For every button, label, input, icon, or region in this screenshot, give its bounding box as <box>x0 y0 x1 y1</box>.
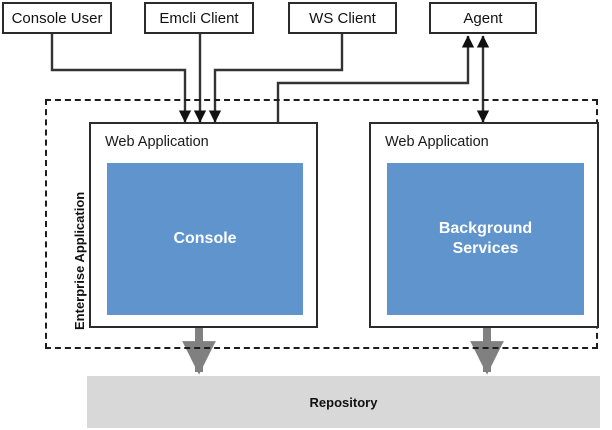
client-label-ws-client: WS Client <box>309 9 376 27</box>
webapp-label-background-services: Web Application <box>385 134 489 150</box>
component-console[interactable]: Console <box>107 163 303 315</box>
webapp-box-console[interactable]: Web Application Console <box>89 122 318 328</box>
component-label-background-services: Background Services <box>439 219 532 259</box>
enterprise-application-label: Enterprise Application <box>72 191 87 330</box>
connector-agent-to-console <box>276 35 475 122</box>
connector-console-user-to-console <box>50 33 192 123</box>
datastore-label-repository: Repository <box>309 394 378 410</box>
client-box-agent[interactable]: Agent <box>429 2 537 34</box>
webapp-label-console: Web Application <box>105 134 209 150</box>
component-label-line-1: Background <box>438 220 533 237</box>
webapp-box-background-services[interactable]: Web Application Background Services <box>369 122 599 328</box>
client-box-ws-client[interactable]: WS Client <box>288 2 397 34</box>
client-label-emcli-client: Emcli Client <box>159 9 239 27</box>
datastore-repository[interactable]: Repository <box>87 376 600 428</box>
client-label-console-user: Console User <box>11 9 103 27</box>
component-label-console: Console <box>173 230 237 247</box>
client-box-console-user[interactable]: Console User <box>2 2 112 34</box>
client-box-emcli-client[interactable]: Emcli Client <box>144 2 254 34</box>
client-label-agent: Agent <box>463 9 503 27</box>
component-background-services[interactable]: Background Services <box>387 163 584 315</box>
connector-ws-client-to-console <box>208 33 344 123</box>
component-label-line-2: Services <box>452 240 519 257</box>
